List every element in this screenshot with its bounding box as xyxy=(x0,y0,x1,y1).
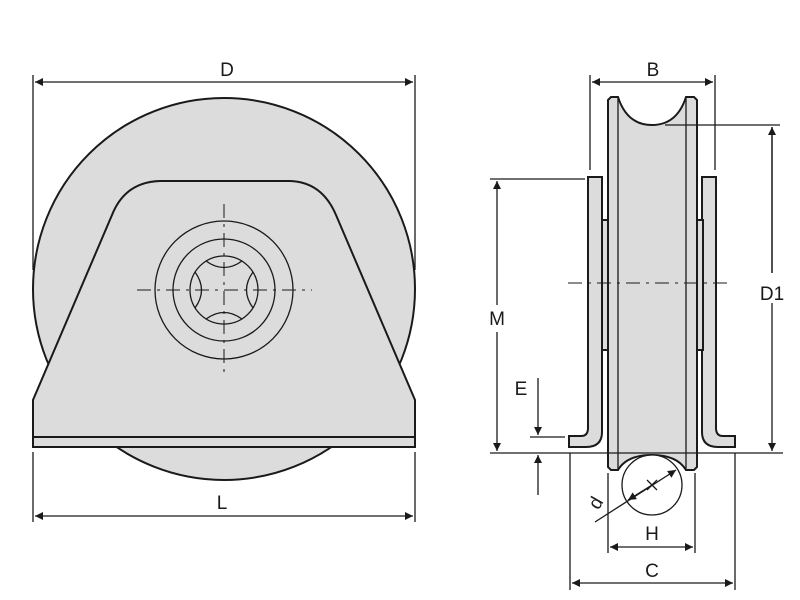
front-view: D L xyxy=(32,60,416,522)
label-E: E xyxy=(515,379,528,400)
dimension-H-ext xyxy=(607,473,696,553)
circle-center-mark xyxy=(646,479,658,491)
label-L: L xyxy=(217,493,228,514)
bracket-right xyxy=(701,176,736,448)
label-D1: D1 xyxy=(760,284,784,305)
label-B: B xyxy=(647,60,660,81)
side-view: d B D1 M E H C xyxy=(489,60,784,590)
dimension-L-ext xyxy=(32,452,416,522)
bracket-body xyxy=(32,180,416,438)
dimension-d-line2 xyxy=(627,484,653,501)
center-mark xyxy=(137,204,312,376)
label-D: D xyxy=(220,60,234,81)
label-H: H xyxy=(645,524,659,545)
base-plate xyxy=(32,436,416,448)
label-C: C xyxy=(645,561,659,582)
dimension-B-ext xyxy=(589,75,716,170)
dimension-C-ext xyxy=(569,453,736,590)
label-d: d xyxy=(585,493,608,513)
bracket-left xyxy=(568,176,603,448)
wheel-side xyxy=(607,96,698,471)
dimension-D xyxy=(32,75,416,270)
label-M: M xyxy=(489,309,505,330)
